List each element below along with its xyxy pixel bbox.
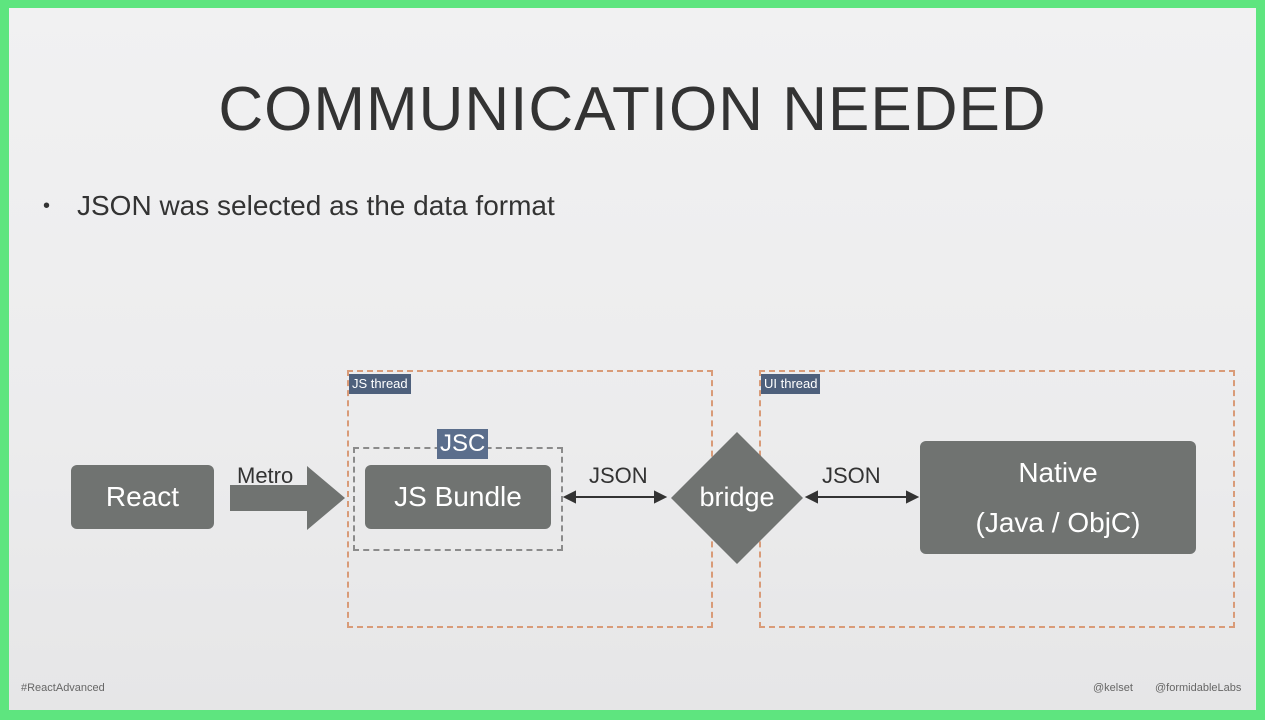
- footer-handle-formidable: @formidableLabs: [1155, 682, 1242, 694]
- footer-handle-kelset: @kelset: [1093, 682, 1133, 694]
- diagram-connectors: [230, 432, 920, 564]
- footer-hashtag: #ReactAdvanced: [21, 682, 105, 694]
- json-right-label: JSON: [822, 463, 881, 488]
- js-bundle-box: JS Bundle: [365, 465, 551, 529]
- bullet-item: • JSON was selected as the data format: [43, 190, 555, 222]
- metro-label: Metro: [237, 463, 294, 488]
- slide: COMMUNICATION NEEDED • JSON was selected …: [9, 8, 1256, 710]
- ui-thread-tag: UI thread: [761, 374, 821, 394]
- native-label: Native: [1018, 456, 1098, 488]
- bullet-text: JSON was selected as the data format: [77, 190, 555, 221]
- slide-title: COMMUNICATION NEEDED: [218, 75, 1047, 144]
- jsc-tag: JSC: [437, 429, 489, 459]
- metro-arrow: [230, 466, 345, 530]
- json-arrow-left: [562, 490, 668, 504]
- react-box: React: [71, 465, 214, 529]
- json-arrow-right: [804, 490, 920, 504]
- native-platforms-label: (Java / ObjC): [975, 506, 1141, 538]
- json-left-label: JSON: [589, 463, 648, 488]
- bridge-diamond: [671, 432, 803, 564]
- native-box: Native (Java / ObjC): [920, 441, 1196, 554]
- js-thread-tag: JS thread: [349, 374, 411, 394]
- bullet-dot: •: [43, 195, 51, 217]
- bridge-label: bridge: [699, 482, 775, 512]
